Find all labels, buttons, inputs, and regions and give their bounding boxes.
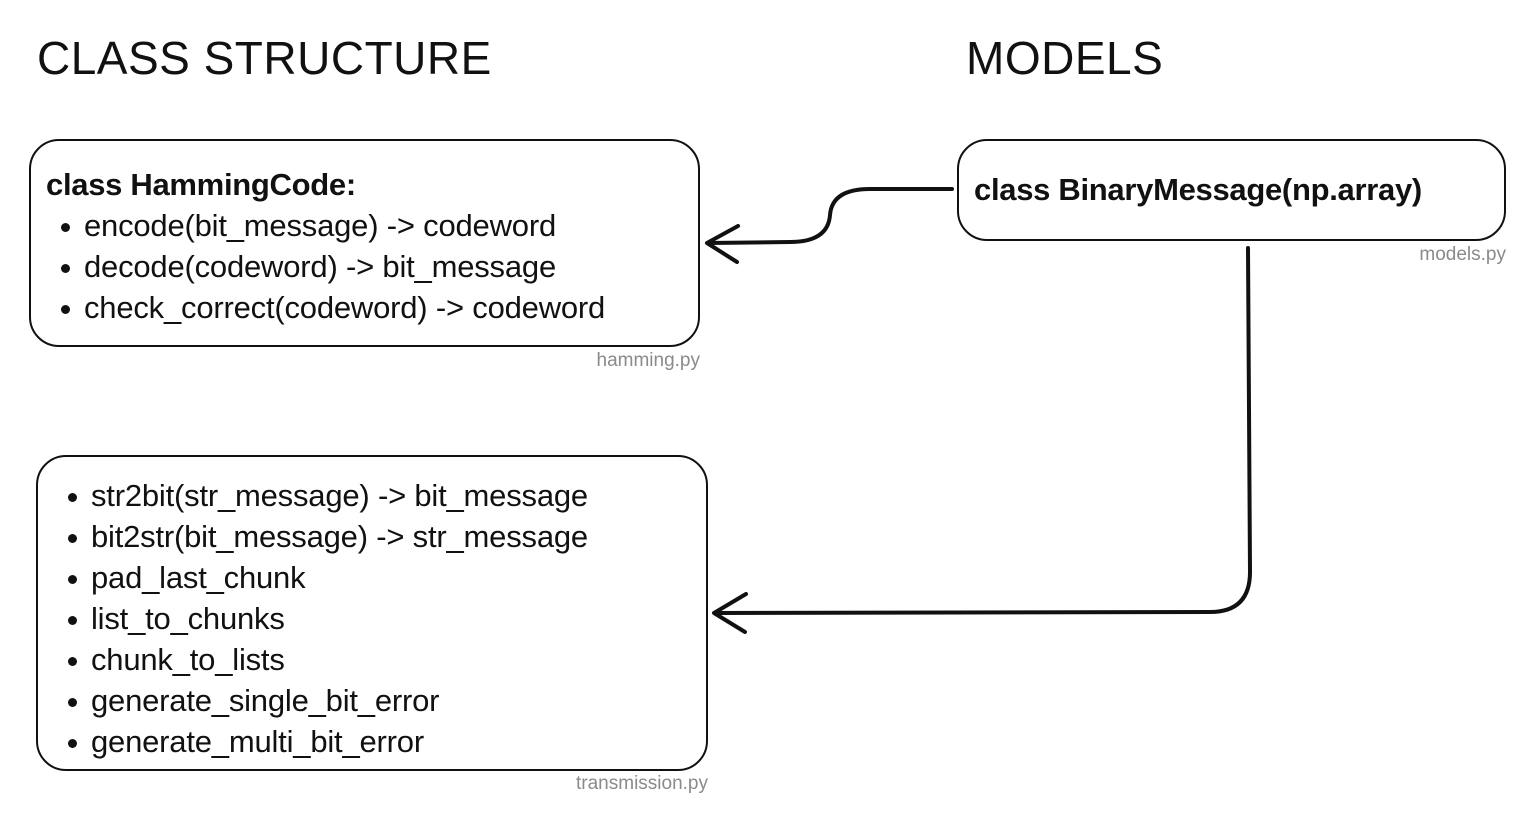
transmission-function-item: list_to_chunks xyxy=(38,598,706,639)
arrow-models-to-hamming xyxy=(706,187,954,245)
arrow-models-to-transmission xyxy=(714,246,1252,615)
transmission-function-item: generate_multi_bit_error xyxy=(38,721,706,762)
transmission-function-item: generate_single_bit_error xyxy=(38,680,706,721)
binary-message-class-title: class BinaryMessage(np.array) xyxy=(974,172,1422,207)
heading-models: MODELS xyxy=(966,32,1164,84)
hamming-method-list: encode(bit_message) -> codeword decode(c… xyxy=(46,205,698,328)
transmission-function-item: bit2str(bit_message) -> str_message xyxy=(38,516,706,557)
arrowhead-transmission xyxy=(712,592,748,634)
binary-message-class-box: class BinaryMessage(np.array) xyxy=(957,139,1506,241)
transmission-function-item: str2bit(str_message) -> bit_message xyxy=(38,475,706,516)
models-filename-label: models.py xyxy=(1419,244,1506,265)
hamming-method-item: encode(bit_message) -> codeword xyxy=(46,205,698,246)
hamming-class-title: class HammingCode: xyxy=(46,167,356,202)
transmission-function-list: str2bit(str_message) -> bit_message bit2… xyxy=(38,475,706,762)
hamming-method-item: check_correct(codeword) -> codeword xyxy=(46,287,698,328)
transmission-functions-box: str2bit(str_message) -> bit_message bit2… xyxy=(36,455,708,771)
transmission-function-item: pad_last_chunk xyxy=(38,557,706,598)
heading-class-structure: CLASS STRUCTURE xyxy=(37,32,492,84)
arrowhead-hamming xyxy=(705,224,740,264)
transmission-filename-label: transmission.py xyxy=(576,773,708,794)
hamming-method-item: decode(codeword) -> bit_message xyxy=(46,246,698,287)
hamming-filename-label: hamming.py xyxy=(596,350,701,371)
transmission-function-item: chunk_to_lists xyxy=(38,639,706,680)
hamming-class-box: class HammingCode: encode(bit_message) -… xyxy=(29,139,700,347)
